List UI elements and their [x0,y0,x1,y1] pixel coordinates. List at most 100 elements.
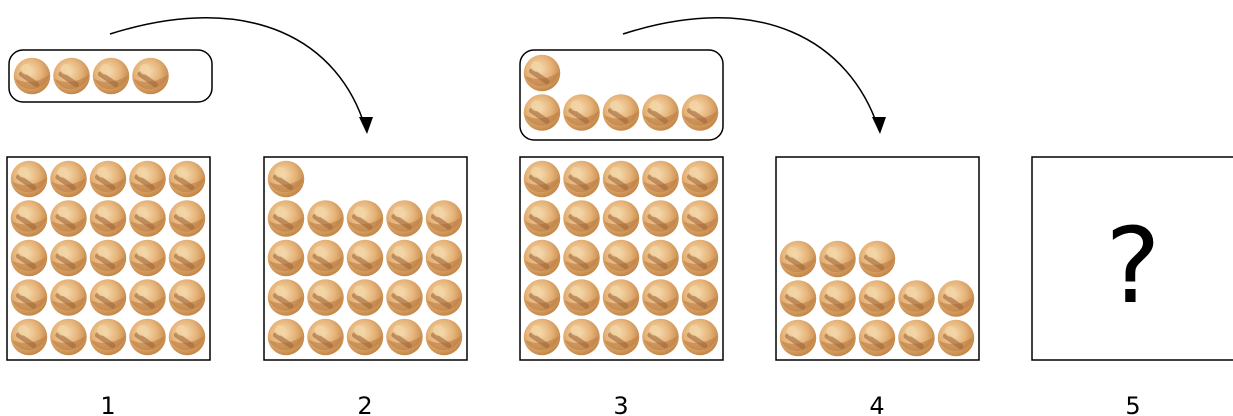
cookie [642,239,679,277]
panel-label: 4 [869,392,884,416]
cookie [92,57,130,95]
cookie [89,200,127,237]
cookie [425,318,463,356]
cookie [681,318,719,356]
arrow-3-to-4 [622,17,880,131]
panel-5: ? 5 [1031,156,1233,416]
panel-cookies [779,240,975,357]
cookie [267,318,305,356]
cookie [523,239,561,277]
cookie [386,279,423,316]
cookie [307,279,344,316]
cookie [386,239,423,277]
panel-label: 5 [1125,392,1140,416]
cookie [50,279,87,316]
cookie [563,200,600,237]
cookie [602,318,640,356]
cookie [523,94,561,131]
cookie [129,160,166,198]
cookie [386,200,423,237]
question-mark: ? [1105,205,1160,327]
cookie [563,239,600,277]
cookie [681,160,719,198]
cookie [10,279,48,316]
cookie [129,239,166,277]
cookie [563,94,600,131]
cookie [602,94,640,131]
cookie [898,319,935,357]
cookie [602,239,640,277]
panel-2: 2 [263,156,468,416]
cookie [346,239,384,277]
panel-4: 4 [775,156,980,416]
cookie [89,318,127,356]
removed-group-1 [8,49,213,103]
cookie [898,280,935,317]
removed-group-cookies [523,54,719,131]
cookie [523,318,561,356]
cookie [129,200,166,237]
cookie [129,318,166,356]
cookie [523,279,561,316]
panel-label: 3 [613,392,628,416]
cookie [681,239,719,277]
cookie [642,200,679,237]
panel-1: 1 [6,156,211,416]
cookie [307,200,344,237]
cookie [819,319,856,357]
panel-cookies [10,160,206,356]
cookie [602,279,640,316]
cookie [267,239,305,277]
cookie [523,54,561,92]
cookie [563,160,600,198]
cookie [10,318,48,356]
panel-frame [1031,156,1233,361]
cookie [168,160,206,198]
cookie [642,318,679,356]
cookie [779,319,817,357]
cookie [307,239,344,277]
cookie [132,57,169,95]
arrow-3-to-4-head [872,117,886,134]
cookie [681,200,719,237]
cookie [168,239,206,277]
cookie [13,57,51,95]
removed-group-cookies [13,57,169,95]
cookie [425,200,463,237]
cookie [602,160,640,198]
panel-3: 3 [519,156,724,416]
cookie [53,57,90,95]
cookie [642,94,679,131]
cookie [346,279,384,316]
cookie [168,200,206,237]
cookie [681,279,719,316]
cookie [267,160,305,198]
cookie [602,200,640,237]
cookie [523,160,561,198]
cookie [50,239,87,277]
cookie [89,279,127,316]
cookie [89,239,127,277]
cookie [168,318,206,356]
cookie [346,318,384,356]
cookie [681,94,719,131]
cookie [50,318,87,356]
panel-label: 1 [100,392,115,416]
cookie [819,240,856,278]
cookie [523,200,561,237]
cookie [779,280,817,317]
cookie [819,280,856,317]
cookie [425,239,463,277]
cookie [267,279,305,316]
cookie [10,200,48,237]
cookie [50,160,87,198]
cookie [937,280,975,317]
panel-cookies [523,160,719,356]
removed-group-2 [519,49,724,141]
cookie [425,279,463,316]
cookie [307,318,344,356]
cookie [858,280,896,317]
cookie [50,200,87,237]
panel-cookies [267,160,463,356]
cookie [267,200,305,237]
